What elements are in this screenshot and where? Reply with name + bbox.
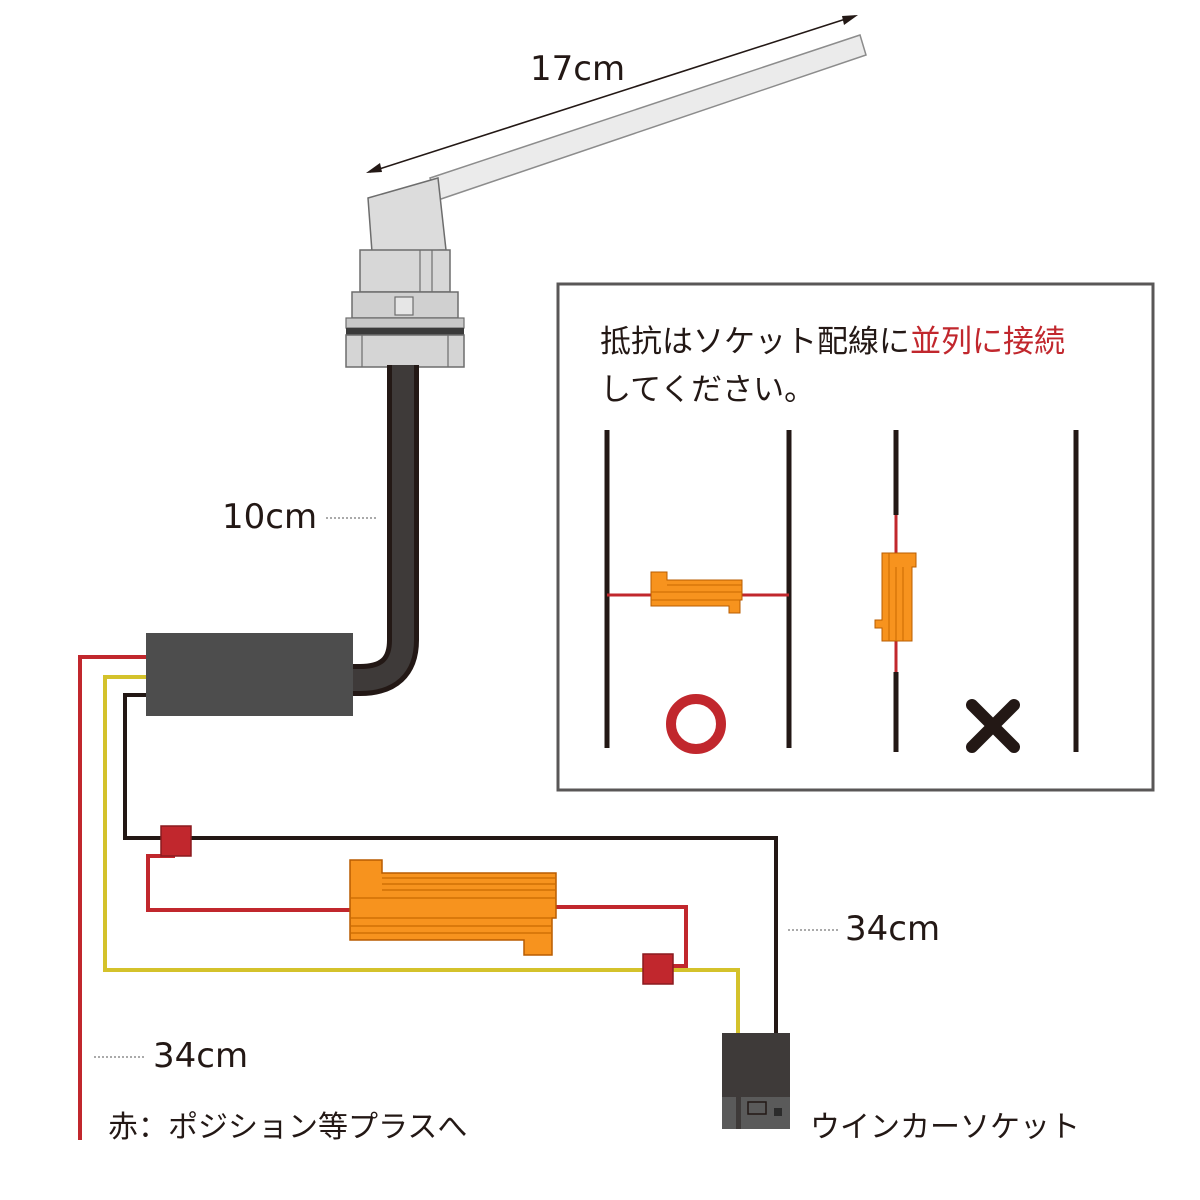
yellow-wire [103, 675, 740, 1033]
info-panel [556, 282, 1155, 792]
dimension-arrow-17cm [366, 15, 858, 173]
label-harness-34cm: 34cm [845, 909, 941, 949]
resistor-lead-right [556, 905, 688, 968]
resistor-lead-left [146, 854, 352, 912]
load-resistor [349, 859, 557, 956]
wrong-mark-cross [966, 699, 1020, 753]
black-wire [123, 693, 778, 1033]
wiring-note: 抵抗はソケット配線に並列に接続 してください。 [600, 318, 1120, 414]
splice-connector-black [160, 825, 192, 857]
note-line-1: 抵抗はソケット配線に並列に接続 [600, 318, 1120, 366]
label-red-34cm: 34cm [153, 1036, 249, 1076]
correct-mark-circle [666, 694, 726, 754]
note-text: 抵抗はソケット配線に [600, 324, 910, 360]
label-red-wire: 赤：ポジション等プラスへ [108, 1110, 468, 1145]
flat-cable [429, 34, 867, 201]
turn-signal-socket [722, 1033, 790, 1129]
label-turn-signal-socket: ウインカーソケット [810, 1110, 1080, 1145]
bulb-socket-connector [345, 177, 465, 368]
series-example [874, 430, 1079, 752]
control-module [146, 633, 353, 716]
splice-connector-yellow [642, 953, 674, 985]
note-line-2: してください。 [600, 372, 816, 408]
label-17cm: 17cm [530, 49, 626, 89]
socket-cable [350, 365, 419, 696]
label-10cm: 10cm [222, 497, 318, 537]
parallel-example [604, 430, 792, 748]
note-highlight: 並列に接続 [910, 324, 1065, 360]
red-wire [78, 655, 146, 1140]
